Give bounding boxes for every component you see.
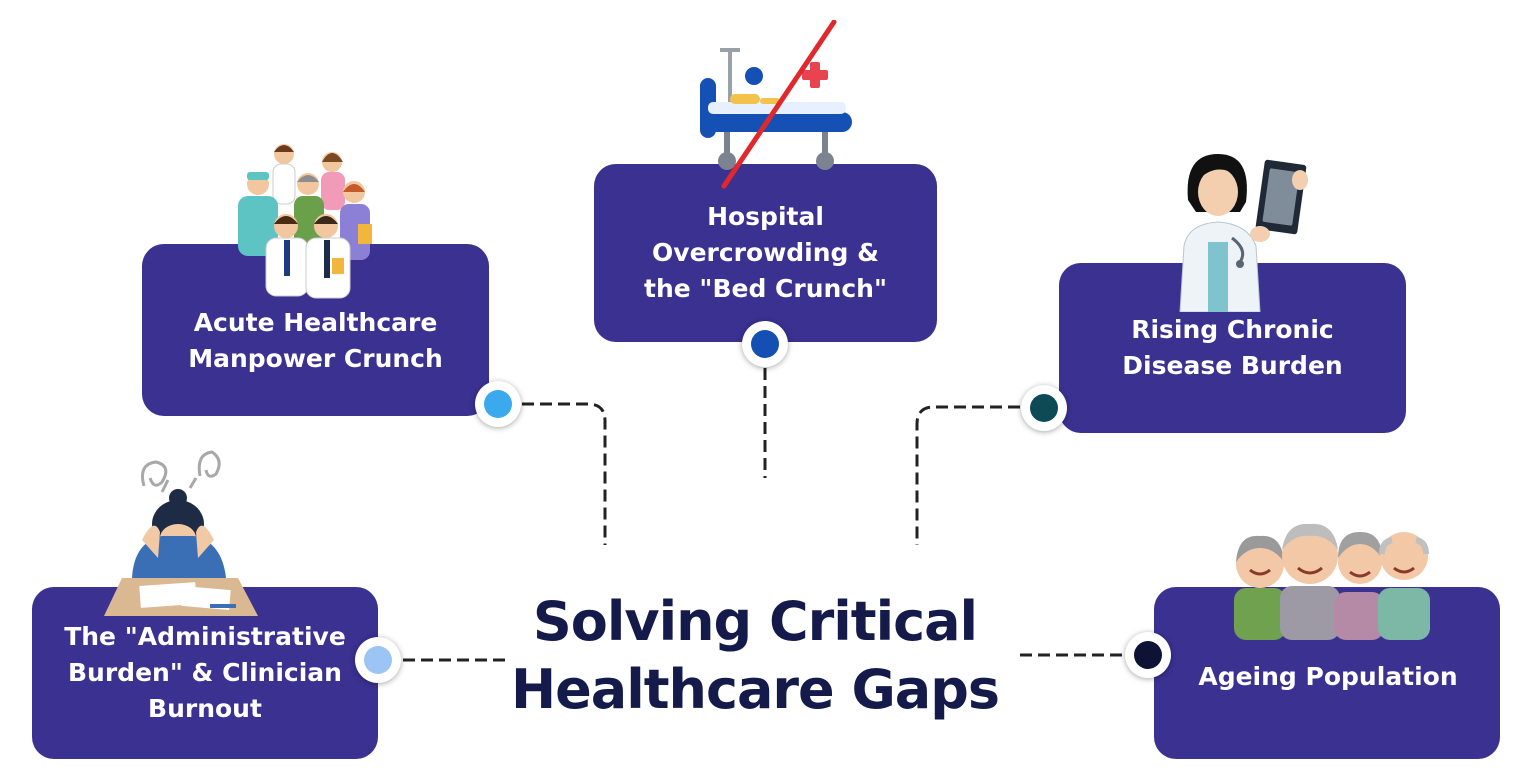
diagram-title: Solving Critical Healthcare Gaps [500,588,1010,724]
connector-chronic [915,405,1020,545]
title-line-2: Healthcare Gaps [510,658,1000,721]
stressed-clinician-icon [98,446,264,618]
connector-manpower [522,402,607,545]
node-chronic-card: Rising Chronic Disease Burden [1059,263,1406,433]
node-burnout-dot [355,637,401,683]
node-burnout-dot-fill [364,646,392,674]
node-manpower-card: Acute Healthcare Manpower Crunch [142,244,489,416]
node-manpower-dot-fill [484,390,512,418]
node-overcrowding-label: Hospital Overcrowding & the "Bed Crunch" [644,202,887,303]
node-manpower-dot [475,381,521,427]
elderly-people-group-icon [1226,520,1446,640]
healthcare-staff-group-icon [226,140,386,302]
node-manpower-label: Acute Healthcare Manpower Crunch [188,308,443,373]
node-ageing-dot-fill [1134,641,1162,669]
node-ageing-label: Ageing Population [1198,662,1458,691]
node-overcrowding-card: Hospital Overcrowding & the "Bed Crunch" [594,164,937,342]
node-chronic-label: Rising Chronic Disease Burden [1122,315,1343,380]
crossed-out-hospital-bed-icon [694,20,856,190]
doctor-with-xray-icon [1174,150,1314,312]
node-ageing-dot [1125,632,1171,678]
node-chronic-dot [1021,385,1067,431]
node-chronic-dot-fill [1030,394,1058,422]
node-overcrowding-dot [742,321,788,367]
node-overcrowding-dot-fill [751,330,779,358]
node-burnout-label: The "Administrative Burden" & Clinician … [64,622,346,723]
node-ageing-card: Ageing Population [1154,587,1500,759]
title-line-1: Solving Critical [532,590,978,653]
